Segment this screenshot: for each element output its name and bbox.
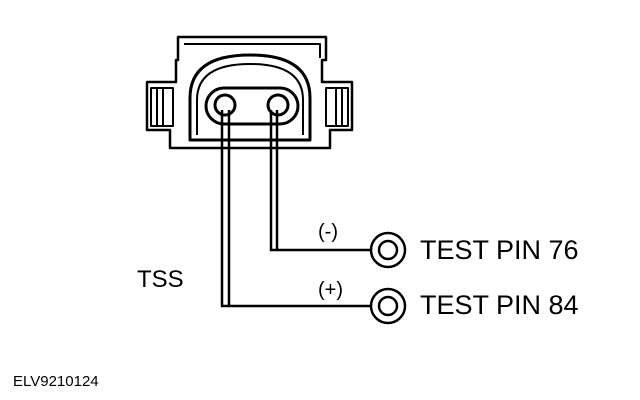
terminal-positive	[213, 93, 237, 117]
pin-capsule	[204, 86, 300, 126]
test-pin-76-terminal	[369, 231, 407, 269]
connector-housing	[145, 35, 354, 150]
test-pin-84-terminal	[369, 287, 407, 325]
right-latch	[325, 87, 349, 127]
negative-sign-label: (-)	[318, 221, 338, 243]
plug-face-inner	[196, 63, 304, 135]
test-pin-84-label: TEST PIN 84	[420, 290, 579, 320]
tss-label: TSS	[137, 266, 184, 293]
connector-top-rim	[184, 43, 321, 58]
tss-connector	[145, 35, 354, 150]
test-pin-76-label: TEST PIN 76	[420, 235, 579, 265]
left-latch	[150, 87, 174, 127]
wire-negative	[269, 110, 370, 252]
wire-positive	[220, 110, 370, 308]
positive-sign-label: (+)	[318, 279, 343, 301]
figure-id: ELV9210124	[13, 373, 99, 390]
plug-face	[188, 53, 312, 142]
